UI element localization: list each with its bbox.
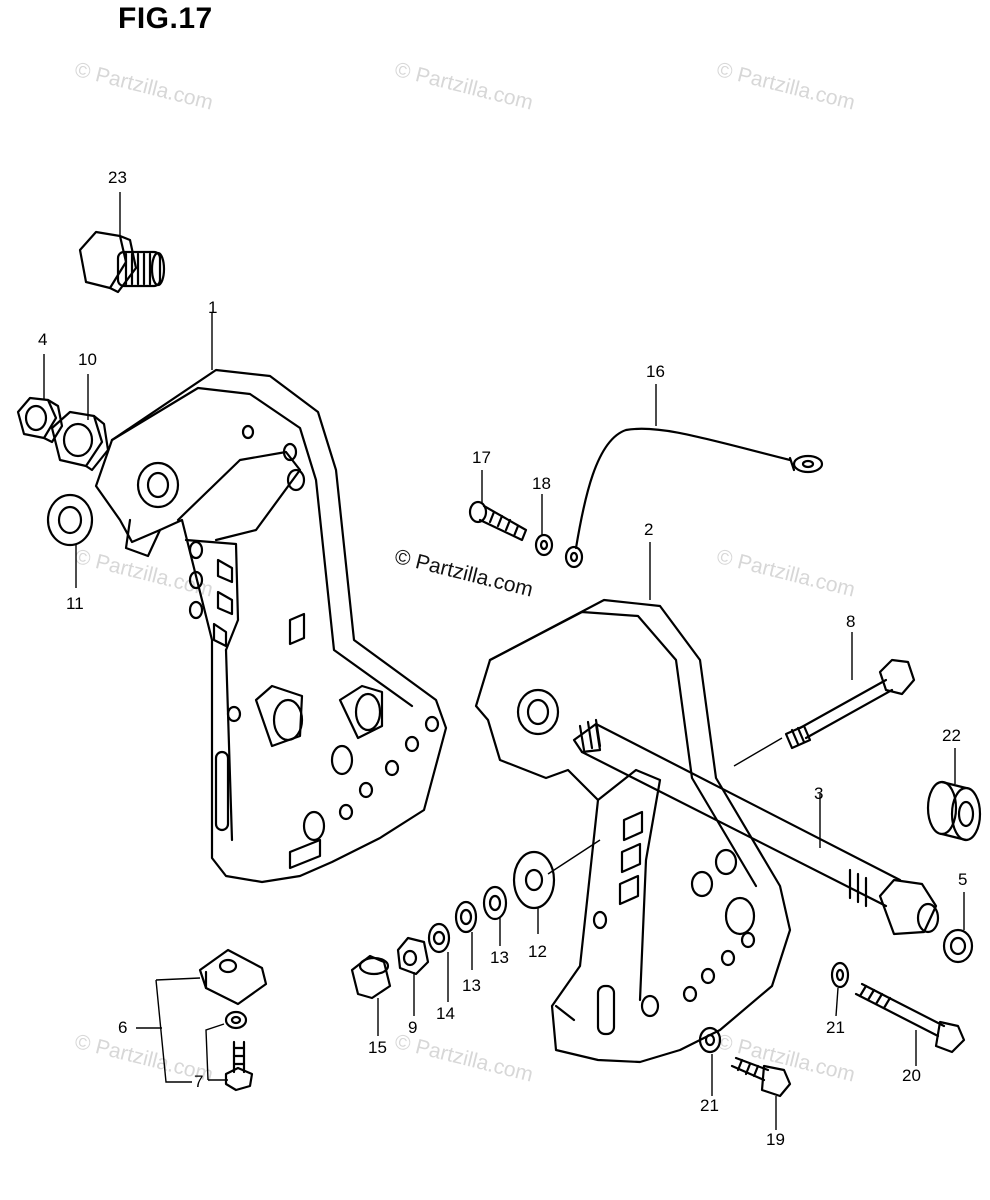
callout-20: 20 — [902, 1066, 921, 1085]
part-2-clamp-bracket — [474, 598, 792, 1064]
part-10-nut — [50, 410, 110, 472]
callout-23: 23 — [108, 168, 127, 187]
callout-4: 4 — [38, 330, 48, 349]
part-21-washer — [698, 961, 850, 1054]
part-11-washer — [46, 493, 94, 547]
callout-6: 6 — [118, 1018, 128, 1037]
callout-7: 7 — [194, 1072, 204, 1091]
part-12-washer — [512, 850, 556, 910]
part-8-bolt — [784, 658, 916, 750]
callout-14: 14 — [436, 1004, 455, 1023]
callout-8: 8 — [846, 612, 856, 631]
part-22-bushing — [926, 780, 982, 842]
callout-15: 15 — [368, 1038, 387, 1057]
part-15-bushing — [350, 954, 392, 1000]
callout-22: 22 — [942, 726, 961, 745]
callout-19: 19 — [766, 1130, 785, 1149]
callout-21-right: 21 — [826, 1018, 845, 1037]
part-18-lockwasher — [534, 533, 554, 557]
fig-title: FIG.17 — [118, 2, 213, 35]
callout-13-upper: 13 — [490, 948, 509, 967]
callout-11: 11 — [66, 594, 84, 613]
part-19-bolt — [730, 1056, 792, 1098]
part-7-screw — [224, 1010, 254, 1092]
callout-18: 18 — [532, 474, 551, 493]
callout-1: 1 — [208, 298, 218, 317]
callout-2: 2 — [644, 520, 654, 539]
callout-12: 12 — [528, 942, 547, 961]
callout-5: 5 — [958, 870, 968, 889]
callout-3: 3 — [814, 784, 824, 803]
part-4-nut — [16, 396, 64, 444]
part-3-tilt-tube — [572, 718, 940, 936]
callout-9: 9 — [408, 1018, 418, 1037]
part-20-bolt — [854, 982, 966, 1054]
callout-13-lower: 13 — [462, 976, 481, 995]
part-16-ground-wire — [564, 427, 824, 569]
part-17-screw — [468, 500, 528, 542]
part-14-washer — [427, 922, 451, 954]
callout-10: 10 — [78, 350, 97, 369]
part-23-plug — [78, 230, 166, 294]
callout-17: 17 — [472, 448, 491, 467]
callout-21-lower: 21 — [700, 1096, 719, 1115]
callout-16: 16 — [646, 362, 665, 381]
part-5-cap — [942, 928, 974, 964]
part-9-nut — [396, 936, 430, 976]
part-1-clamp-bracket — [94, 368, 448, 884]
leader-lines — [43, 192, 965, 1130]
part-6-plate — [198, 948, 268, 1006]
part-13-washer — [454, 885, 508, 934]
